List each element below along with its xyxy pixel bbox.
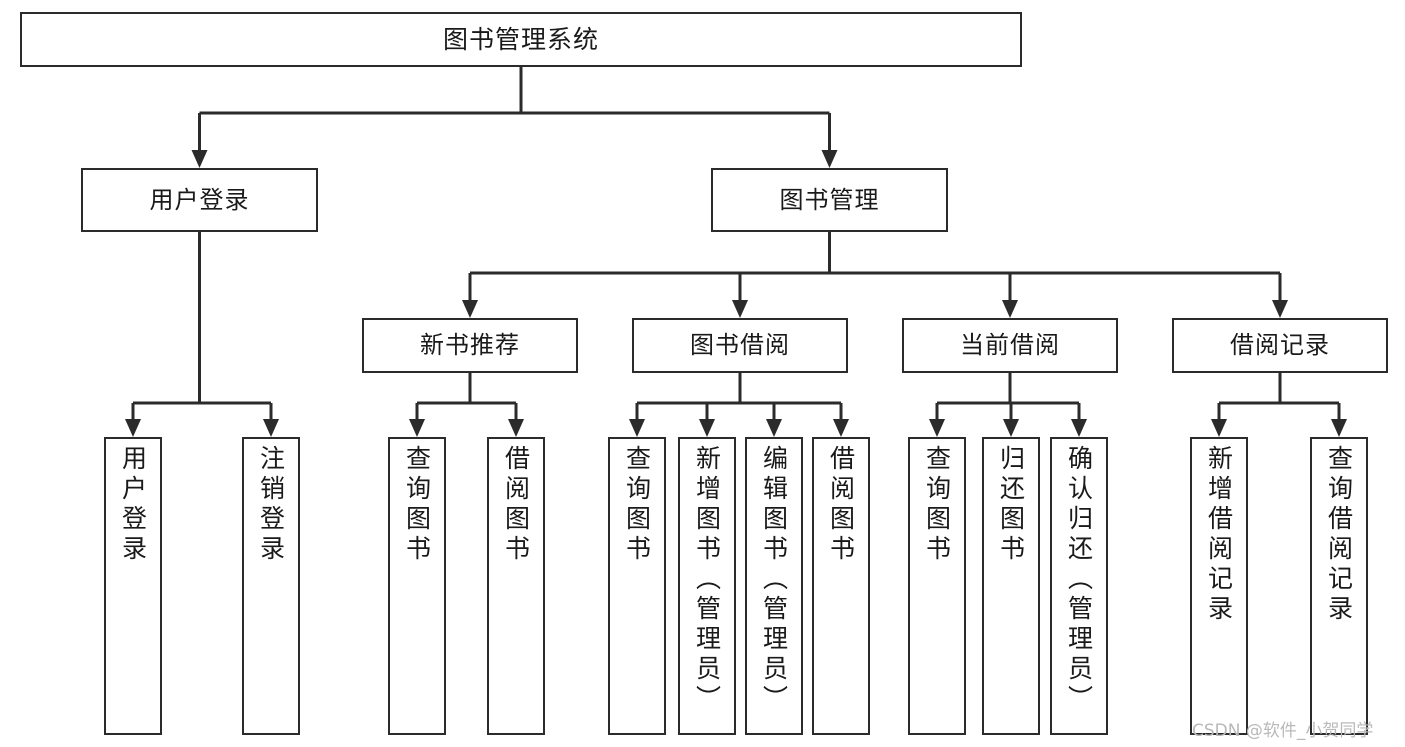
node-label-leaf-logout: 注销登录 bbox=[256, 445, 286, 565]
node-label-leaf-query-record: 查询借阅记录 bbox=[1324, 445, 1354, 625]
node-box-root[interactable]: 图书管理系统 bbox=[20, 12, 1022, 67]
node-box-user-login[interactable]: 用户登录 bbox=[81, 168, 318, 232]
connector-arrowhead bbox=[263, 419, 279, 437]
connector-arrowhead bbox=[699, 419, 715, 437]
connector-arrowhead bbox=[629, 419, 645, 437]
node-label-leaf-query-book-borrow: 查询图书 bbox=[622, 445, 652, 565]
connector-arrowhead bbox=[1071, 419, 1087, 437]
node-label-current-borrow: 当前借阅 bbox=[960, 331, 1060, 360]
node-box-leaf-add-book[interactable]: 新增图书（管理员） bbox=[678, 437, 736, 735]
node-label-leaf-borrow-book-rec: 借阅图书 bbox=[501, 445, 531, 565]
node-box-new-book-recommend[interactable]: 新书推荐 bbox=[362, 318, 578, 373]
connector-arrowhead bbox=[125, 419, 141, 437]
node-label-leaf-return-book: 归还图书 bbox=[996, 445, 1026, 565]
node-label-leaf-confirm-return: 确认归还（管理员） bbox=[1064, 445, 1094, 715]
node-box-leaf-user-login[interactable]: 用户登录 bbox=[104, 437, 162, 735]
connector-arrowhead bbox=[766, 419, 782, 437]
node-label-leaf-add-record: 新增借阅记录 bbox=[1204, 445, 1234, 625]
node-box-leaf-add-record[interactable]: 新增借阅记录 bbox=[1190, 437, 1248, 735]
connector-arrowhead bbox=[1211, 419, 1227, 437]
node-box-leaf-confirm-return[interactable]: 确认归还（管理员） bbox=[1050, 437, 1108, 735]
connector-arrowhead bbox=[1003, 419, 1019, 437]
node-box-leaf-query-record[interactable]: 查询借阅记录 bbox=[1310, 437, 1368, 735]
connector-arrowhead bbox=[929, 419, 945, 437]
node-label-book-manage: 图书管理 bbox=[779, 185, 880, 214]
connector-arrowhead bbox=[508, 419, 524, 437]
connector-arrowhead bbox=[462, 300, 478, 318]
connector-arrowhead bbox=[732, 300, 748, 318]
node-box-current-borrow[interactable]: 当前借阅 bbox=[902, 318, 1118, 373]
node-box-leaf-edit-book[interactable]: 编辑图书（管理员） bbox=[745, 437, 803, 735]
node-box-leaf-borrow-book[interactable]: 借阅图书 bbox=[812, 437, 870, 735]
node-box-leaf-query-book-current[interactable]: 查询图书 bbox=[908, 437, 966, 735]
node-label-leaf-edit-book: 编辑图书（管理员） bbox=[759, 445, 789, 715]
node-box-leaf-query-book-borrow[interactable]: 查询图书 bbox=[608, 437, 666, 735]
node-box-book-borrow[interactable]: 图书借阅 bbox=[632, 318, 848, 373]
connector-arrowhead bbox=[191, 150, 208, 168]
node-box-leaf-query-book-rec[interactable]: 查询图书 bbox=[388, 437, 446, 735]
node-label-leaf-borrow-book: 借阅图书 bbox=[826, 445, 856, 565]
node-box-leaf-borrow-book-rec[interactable]: 借阅图书 bbox=[487, 437, 545, 735]
connector-arrowhead bbox=[1331, 419, 1347, 437]
node-label-leaf-user-login: 用户登录 bbox=[118, 445, 148, 565]
node-label-leaf-add-book: 新增图书（管理员） bbox=[692, 445, 722, 715]
connector-arrowhead bbox=[409, 419, 425, 437]
node-box-book-manage[interactable]: 图书管理 bbox=[711, 168, 948, 232]
connector-arrowhead bbox=[833, 419, 849, 437]
node-label-leaf-query-book-current: 查询图书 bbox=[922, 445, 952, 565]
node-box-leaf-return-book[interactable]: 归还图书 bbox=[982, 437, 1040, 735]
node-label-leaf-query-book-rec: 查询图书 bbox=[402, 445, 432, 565]
node-label-new-book-recommend: 新书推荐 bbox=[420, 331, 520, 360]
connector-arrowhead bbox=[1002, 300, 1018, 318]
node-label-borrow-record: 借阅记录 bbox=[1230, 331, 1330, 360]
node-label-user-login: 用户登录 bbox=[149, 185, 250, 214]
node-label-book-borrow: 图书借阅 bbox=[690, 331, 790, 360]
connector-arrowhead bbox=[1272, 300, 1288, 318]
node-label-root: 图书管理系统 bbox=[442, 24, 599, 54]
connector-arrowhead bbox=[821, 150, 838, 168]
node-box-borrow-record[interactable]: 借阅记录 bbox=[1172, 318, 1388, 373]
node-box-leaf-logout[interactable]: 注销登录 bbox=[242, 437, 300, 735]
